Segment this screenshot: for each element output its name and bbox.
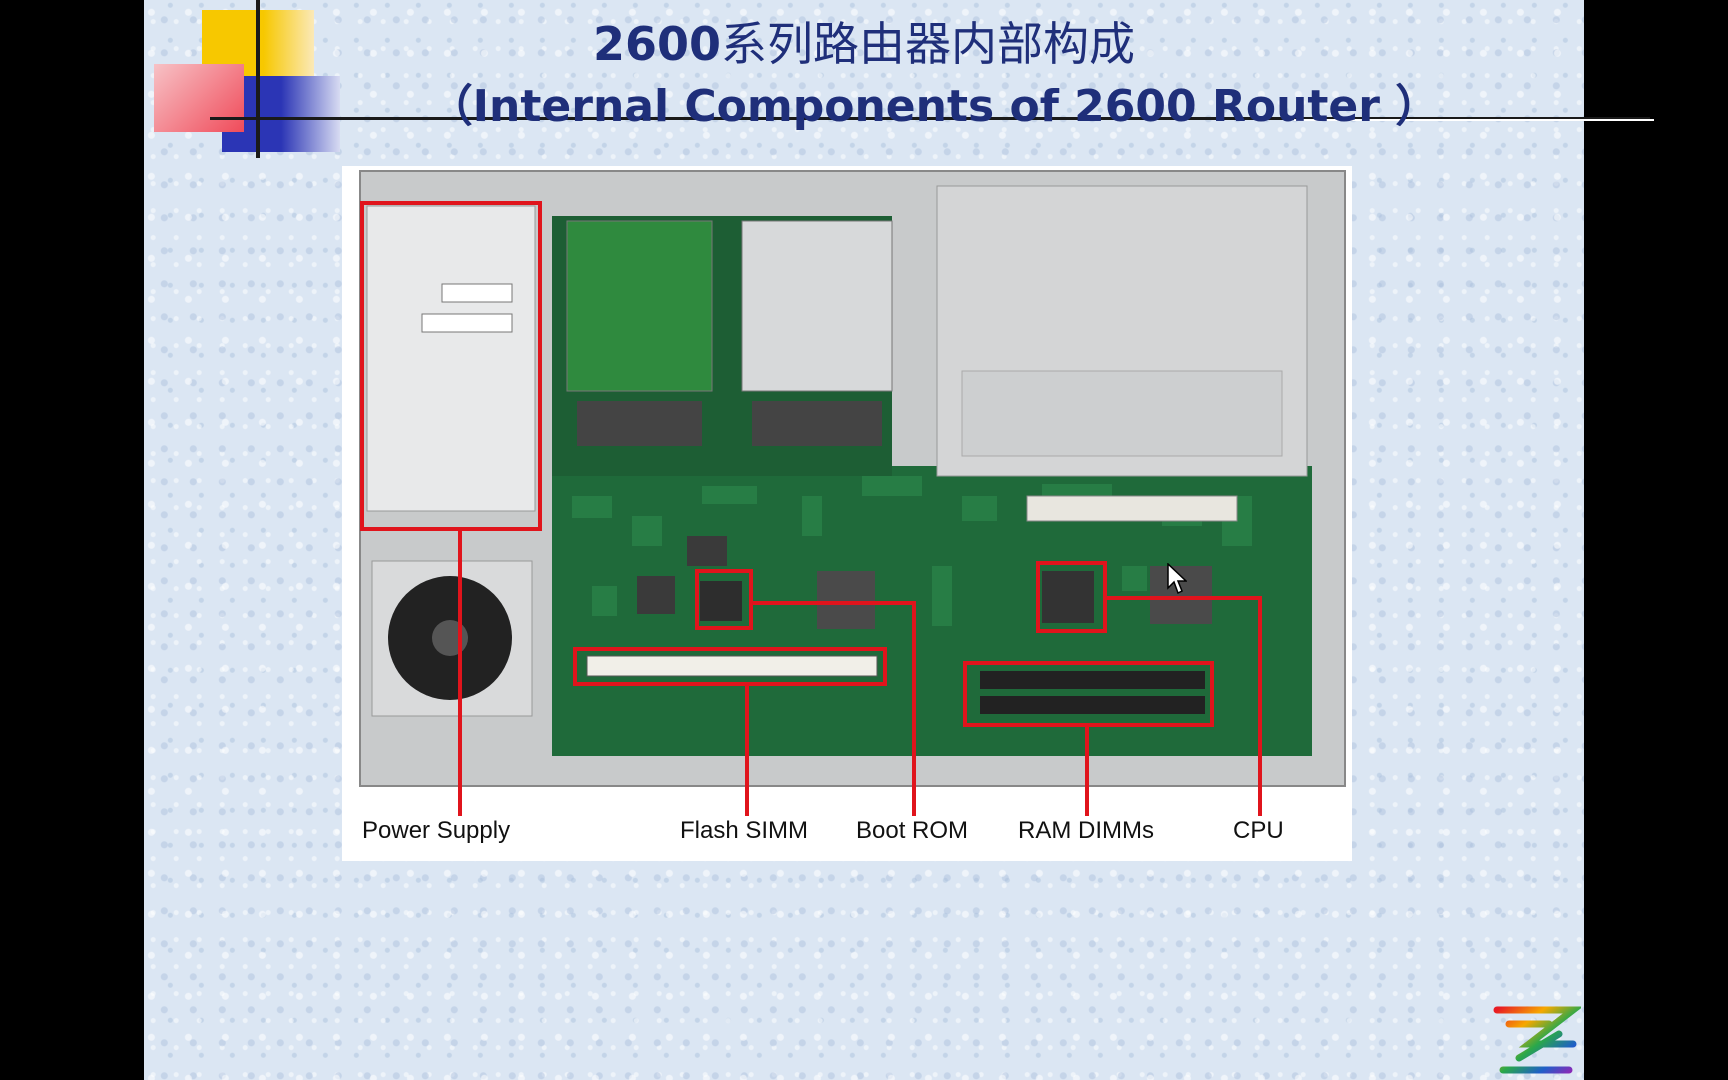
zte-logo xyxy=(1493,1006,1581,1074)
slide-title: 2600系列路由器内部构成 xyxy=(144,8,1584,74)
slide: 2600系列路由器内部构成 （Internal Components of 26… xyxy=(144,0,1654,1080)
router-board-photo: Power Supply Flash SIMM Boot ROM RAM DIM… xyxy=(342,166,1352,861)
deco-red-square xyxy=(154,64,244,132)
title-vertical-rule xyxy=(256,0,260,158)
label-ram-dimms: RAM DIMMs xyxy=(1018,817,1154,844)
router-board-illustration xyxy=(359,170,1346,816)
callout-boxes xyxy=(360,201,1262,816)
title-chinese: 系列路由器内部构成 xyxy=(721,17,1136,71)
label-power-supply: Power Supply xyxy=(362,817,511,844)
label-flash-simm: Flash SIMM xyxy=(680,817,809,844)
title-number: 2600 xyxy=(592,17,722,71)
cursor-arrow-icon xyxy=(1167,563,1187,595)
slide-subtitle: （Internal Components of 2600 Router ） xyxy=(428,81,1440,132)
title-horizontal-rule xyxy=(210,117,1650,120)
label-boot-rom: Boot ROM xyxy=(856,817,969,844)
title-rule-highlight xyxy=(1294,119,1654,121)
label-cpu: CPU xyxy=(1233,817,1284,844)
